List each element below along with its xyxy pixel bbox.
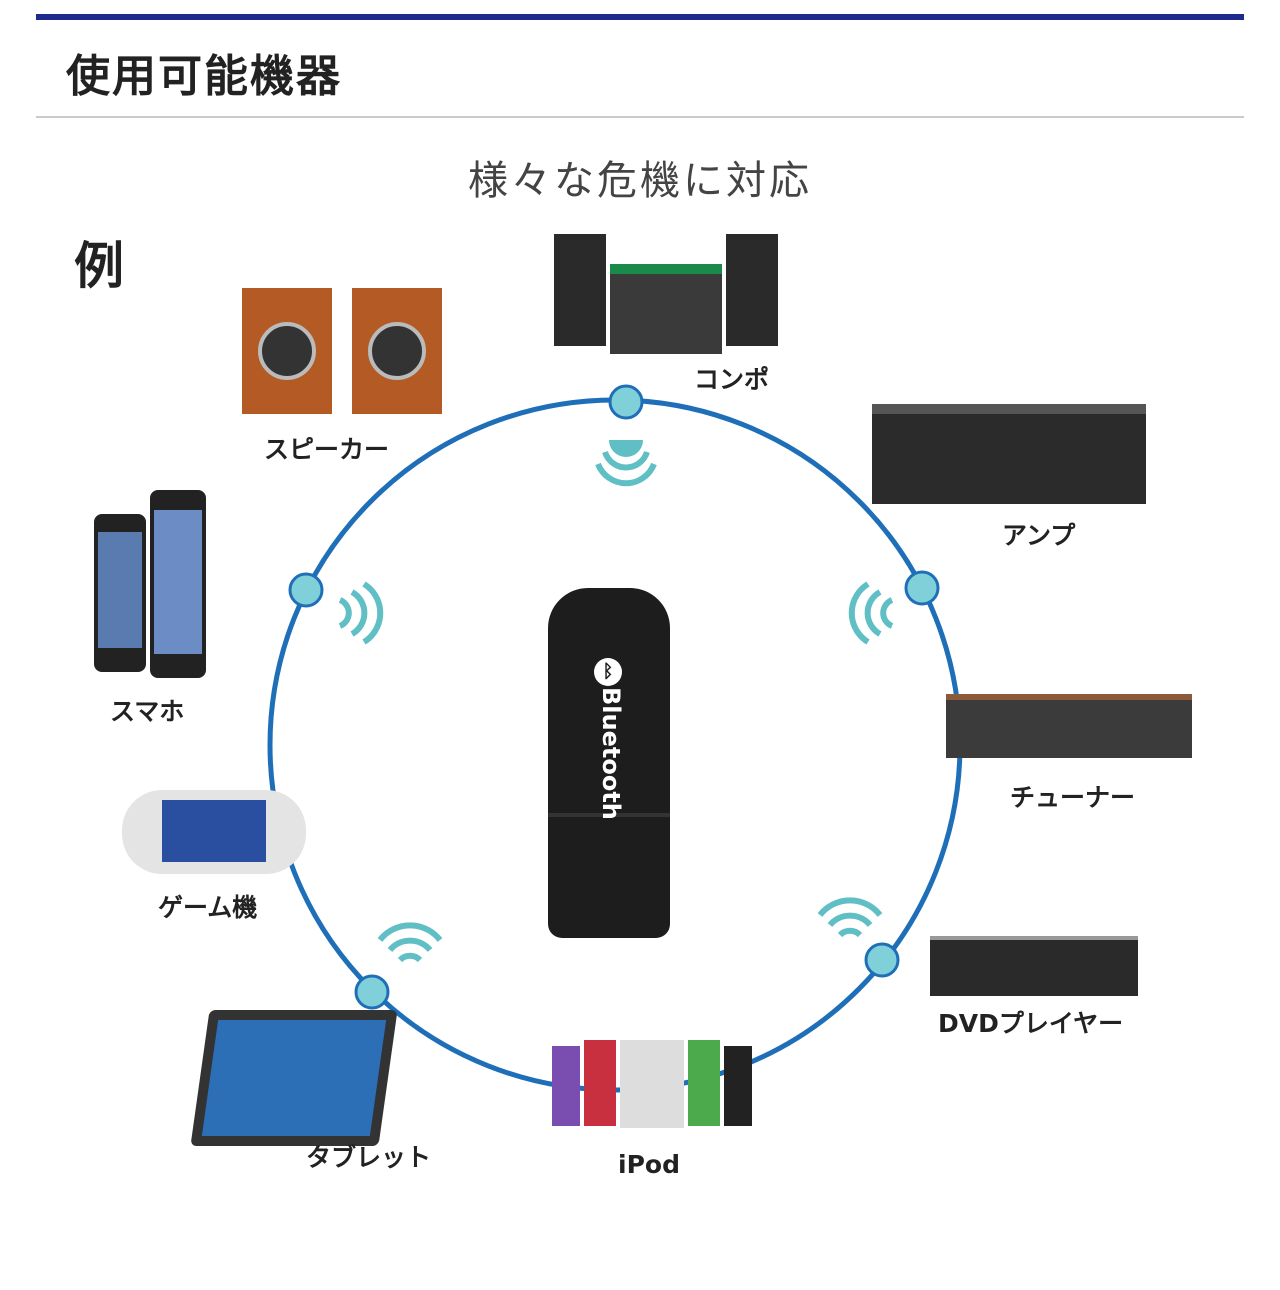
divider: [36, 116, 1244, 118]
game-console-image: [122, 790, 306, 874]
ring-node: [288, 572, 324, 608]
stereo-image: [554, 234, 778, 354]
device-label-stereo: コンポ: [694, 365, 770, 394]
device-label-tablet: タブレット: [306, 1143, 432, 1172]
tuner-image: [946, 694, 1192, 758]
subtitle: 様々な危機に対応: [468, 158, 812, 204]
speaker-image: [242, 288, 442, 414]
signal-wave-icon: [338, 439, 894, 963]
amplifier-image: [872, 404, 1146, 504]
ring-node: [864, 942, 900, 978]
bluetooth-dongle-image: ᛒ Bluetooth: [548, 588, 670, 938]
example-label: 例: [74, 237, 124, 295]
device-label-amplifier: アンプ: [1002, 521, 1076, 550]
device-label-ipod: iPod: [618, 1150, 680, 1179]
device-label-speaker: スピーカー: [264, 435, 390, 464]
ring-node: [904, 570, 940, 606]
tablet-image: [190, 1010, 398, 1146]
device-label-dvd-player: DVDプレイヤー: [938, 1009, 1124, 1038]
header-accent-bar: [36, 14, 1244, 20]
device-label-tuner: チューナー: [1010, 783, 1136, 812]
page-title: 使用可能機器: [66, 51, 342, 102]
ring-node: [354, 974, 390, 1010]
device-label-smartphone: スマホ: [110, 697, 185, 726]
dvd-player-image: [930, 936, 1138, 996]
ipod-image: [552, 1040, 752, 1130]
ring-node: [608, 384, 644, 420]
dongle-brand-text: Bluetooth: [597, 687, 625, 820]
smartphone-image: [94, 490, 206, 678]
device-label-game-console: ゲーム機: [158, 893, 258, 922]
bluetooth-logo-icon: ᛒ: [594, 658, 622, 686]
